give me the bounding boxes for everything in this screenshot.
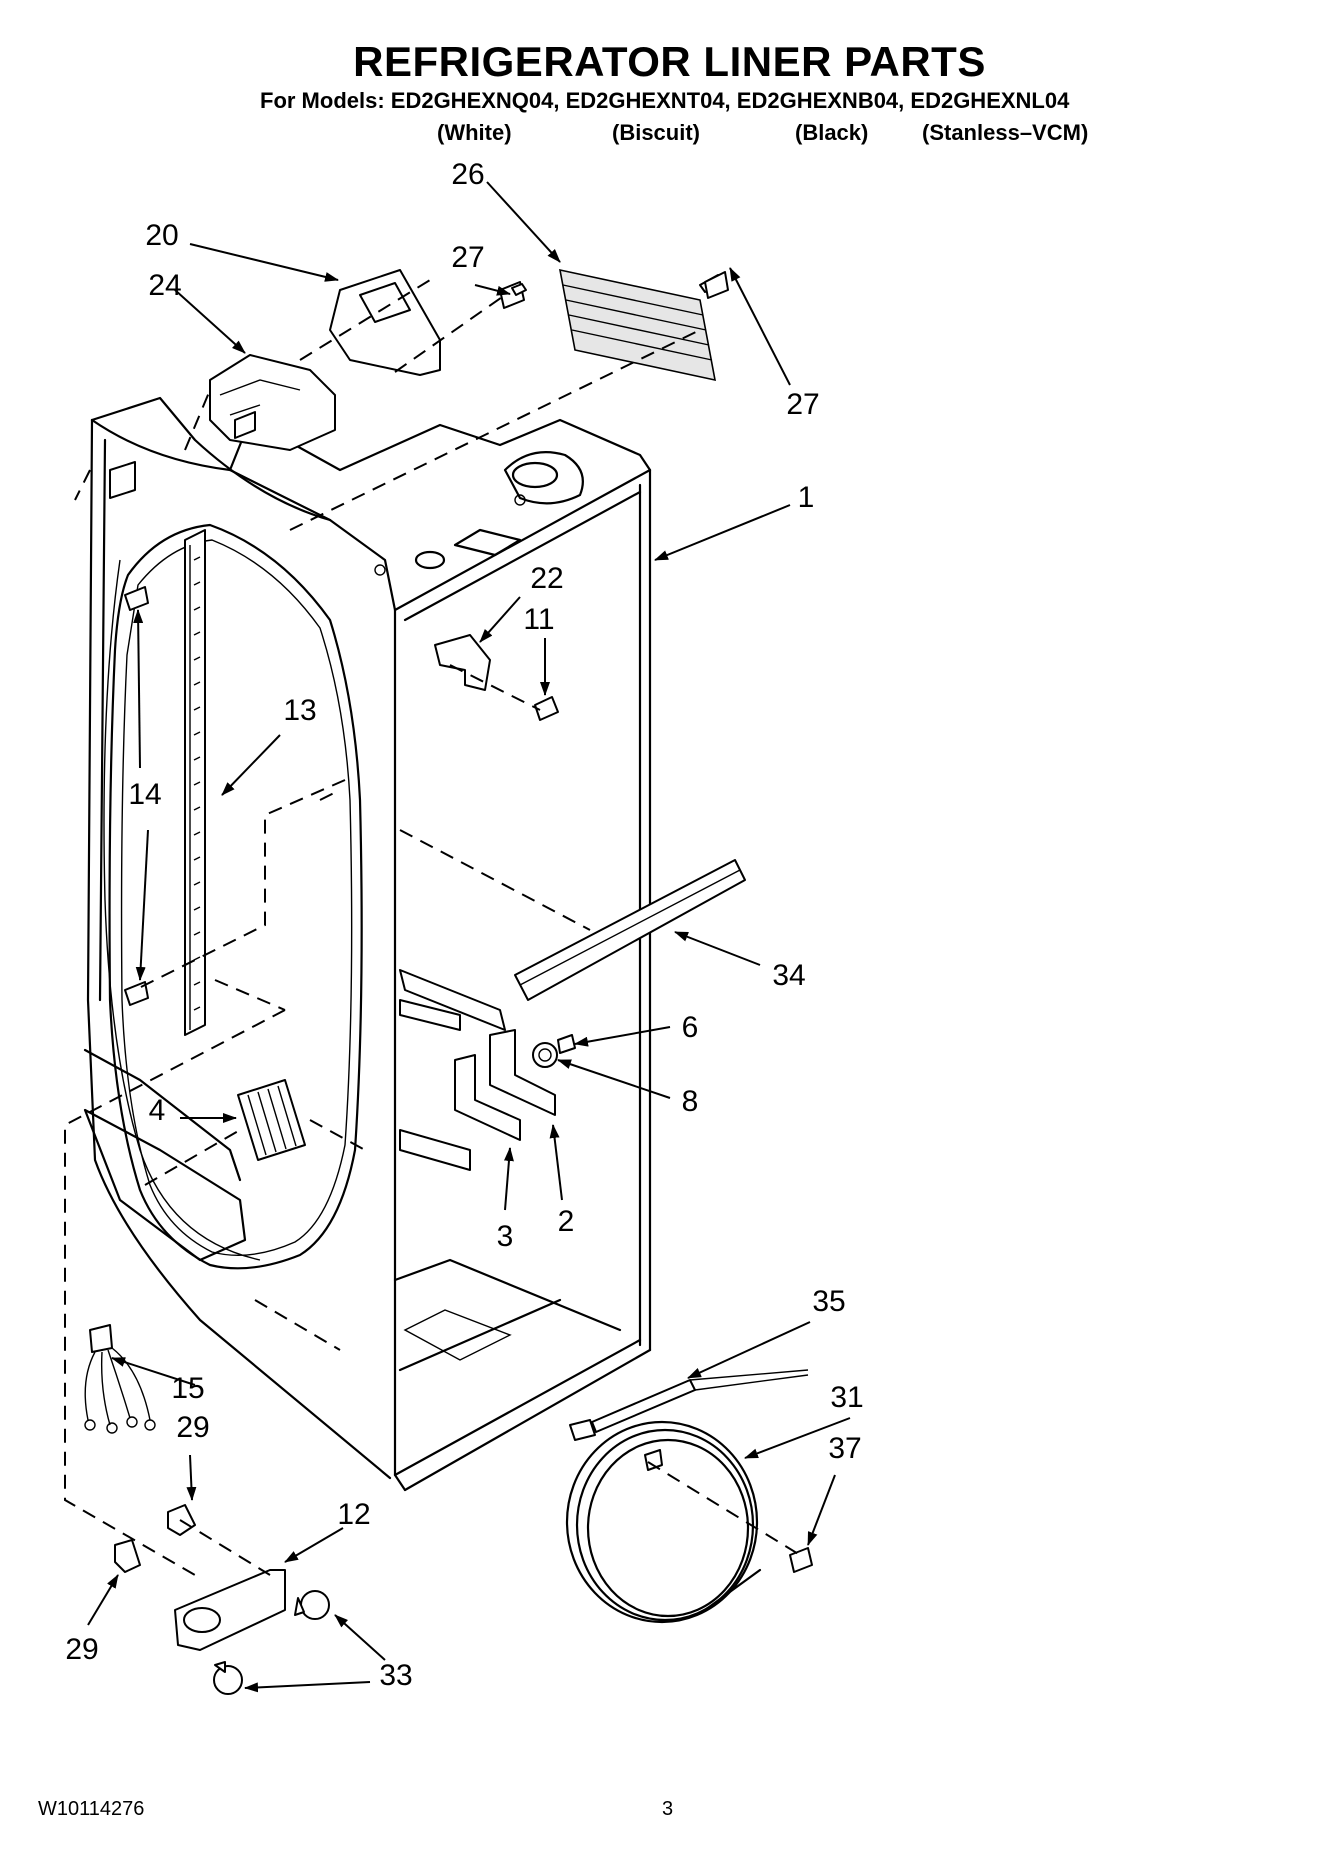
callout-33: 33 (379, 1659, 413, 1692)
color-biscuit: (Biscuit) (612, 120, 700, 145)
callout-15: 15 (171, 1372, 205, 1405)
part-6-screw (557, 1034, 576, 1054)
callout-34: 34 (772, 959, 806, 992)
part-12-light-housing (174, 1569, 286, 1651)
color-black: (Black) (795, 120, 869, 145)
color-stainless: (Stanless–VCM) (922, 120, 1089, 145)
part-27-screw-right (699, 271, 729, 299)
callout-26: 26 (451, 158, 485, 191)
part-15-harness (84, 1324, 156, 1434)
part-14-screw-top (124, 586, 149, 611)
callout-31: 31 (830, 1381, 864, 1414)
rail-slots (193, 556, 201, 1011)
callout-35: 35 (812, 1285, 846, 1318)
callout-20: 20 (145, 219, 179, 252)
callout-12: 12 (337, 1498, 371, 1531)
assembly-lines (64, 279, 801, 1576)
callout-11: 11 (523, 603, 555, 636)
part-22-bracket (434, 634, 491, 691)
part-20-bracket (329, 269, 441, 376)
callout-4: 4 (148, 1094, 166, 1127)
callout-22: 22 (530, 562, 564, 595)
page-title: REFRIGERATOR LINER PARTS (353, 38, 986, 85)
part-4-grille (237, 1079, 306, 1161)
callout-29-lower: 29 (65, 1633, 99, 1666)
part-31-tube-coil (565, 1420, 762, 1624)
callout-2: 2 (557, 1205, 575, 1238)
part-27-screw-left (499, 281, 527, 309)
part-8-knob (532, 1042, 558, 1068)
page-number: 3 (662, 1798, 674, 1820)
models-line: For Models: ED2GHEXNQ04, ED2GHEXNT04, ED… (260, 88, 1070, 113)
callout-29-upper: 29 (176, 1411, 210, 1444)
callout-27-right: 27 (786, 388, 820, 421)
callout-13: 13 (283, 694, 317, 727)
part-14-screw-bottom (124, 981, 149, 1006)
part-34-rail (514, 859, 746, 1001)
document-id: W10114276 (38, 1798, 145, 1820)
callout-37: 37 (828, 1432, 862, 1465)
part-37-screw (789, 1547, 813, 1573)
callout-8: 8 (681, 1085, 699, 1118)
part-26-strip (558, 268, 717, 382)
callout-6: 6 (681, 1011, 699, 1044)
part-3-bracket (454, 1054, 521, 1141)
part-24-housing (209, 354, 336, 451)
liner-body (83, 396, 652, 1492)
leader-arrows (87, 181, 851, 1693)
part-33-bulb-upper (294, 1590, 330, 1620)
color-white: (White) (437, 120, 512, 145)
callout-27-upper: 27 (451, 241, 485, 274)
callout-1: 1 (797, 481, 815, 514)
part-33-bulb-lower (213, 1661, 243, 1695)
part-2-bracket (489, 1029, 556, 1116)
callout-3: 3 (496, 1220, 514, 1253)
part-11-screw (534, 696, 559, 721)
part-35-cable-tie (569, 1369, 809, 1441)
callout-24: 24 (148, 269, 182, 302)
callout-14: 14 (128, 778, 162, 811)
part-29-socket-lower (114, 1539, 141, 1573)
